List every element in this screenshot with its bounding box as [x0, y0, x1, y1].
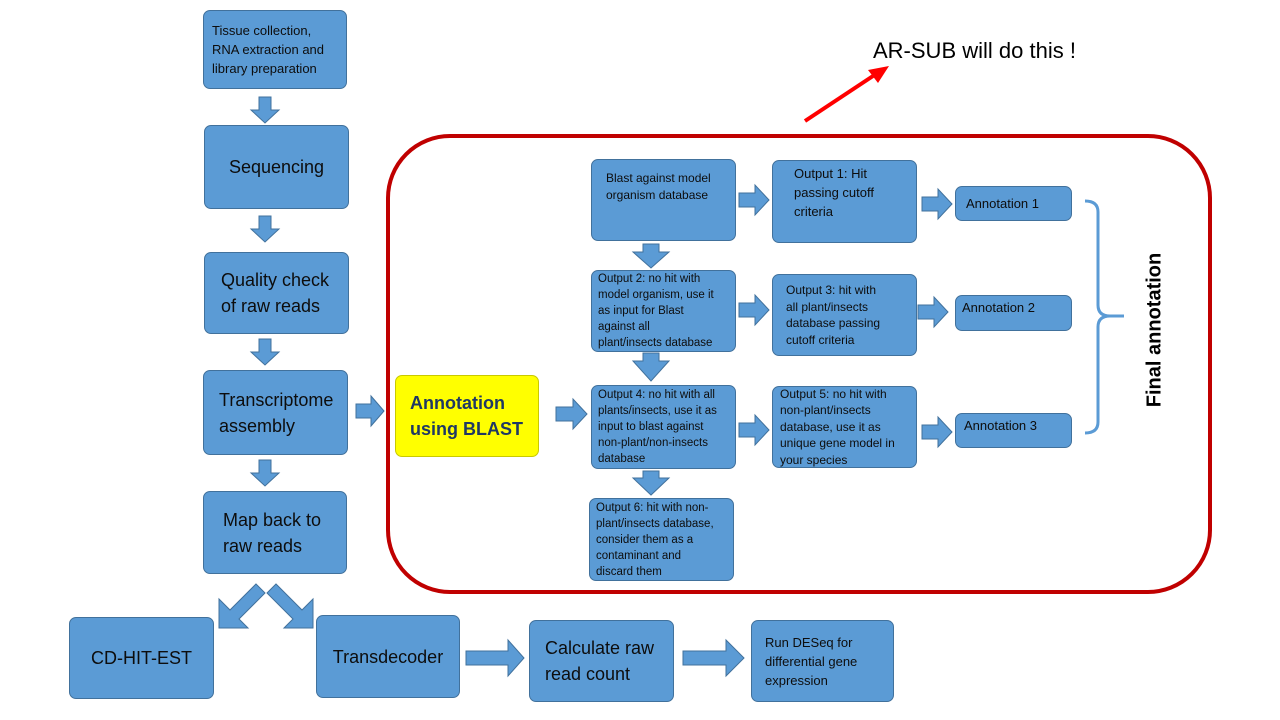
quality-check-text: Quality check of raw reads [221, 270, 330, 316]
final-annotation-label: Final annotation [1143, 252, 1166, 408]
output3-box: Output 3: hit with all plant/insects dat… [772, 274, 917, 356]
output6-box: Output 6: hit with non- plant/insects da… [589, 498, 734, 581]
output5-text: Output 5: no hit with non-plant/insects … [780, 386, 895, 467]
ar-sub-frame [386, 134, 1212, 594]
output6-text: Output 6: hit with non- plant/insects da… [596, 501, 714, 578]
down-arrow-m2 [631, 352, 671, 382]
transdecoder-box: Transdecoder [316, 615, 460, 698]
right-arrow-a1 [921, 187, 953, 221]
annotation3-text: Annotation 3 [964, 418, 1038, 433]
down-arrow-m3 [631, 470, 671, 496]
transdecoder-text: Transdecoder [332, 646, 444, 667]
sequencing-text: Sequencing [228, 157, 325, 177]
ar-sub-callout: AR-SUB will do this ! [873, 38, 1076, 63]
deseq-box: Run DESeq for differential gene expressi… [751, 620, 894, 702]
diagonal-arrow-left [218, 583, 266, 629]
annotation-blast-box: Annotation using BLAST [395, 375, 539, 457]
right-arrow-b2 [682, 638, 745, 678]
right-arrow-r3 [738, 413, 770, 447]
transcriptome-assembly-box: Transcriptome assembly [203, 370, 348, 455]
down-arrow-1 [249, 96, 281, 124]
deseq-text: Run DESeq for differential gene expressi… [765, 634, 858, 688]
annotation2-text: Annotation 2 [962, 300, 1036, 315]
right-arrow-a2 [917, 295, 949, 329]
tissue-collection-box: Tissue collection, RNA extraction and li… [203, 10, 347, 89]
annotation-blast-text: Annotation using BLAST [410, 393, 523, 439]
output2-box: Output 2: no hit with model organism, us… [591, 270, 736, 352]
down-arrow-4 [249, 459, 281, 487]
diagonal-arrow-right [266, 583, 314, 629]
blast-model-box: Blast against model organism database [591, 159, 736, 241]
tissue-collection-text: Tissue collection, RNA extraction and li… [212, 23, 325, 76]
map-back-text: Map back to raw reads [223, 509, 322, 556]
output5-box: Output 5: no hit with non-plant/insects … [772, 386, 917, 468]
output1-box: Output 1: Hit passing cutoff criteria [772, 160, 917, 243]
red-pointer-arrow [803, 66, 889, 123]
raw-read-count-box: Calculate raw read count [529, 620, 674, 702]
final-annotation-brace [1084, 199, 1124, 435]
right-arrow-r1 [738, 183, 770, 217]
right-arrow-r2 [738, 293, 770, 327]
annotation1-text: Annotation 1 [966, 196, 1040, 211]
quality-check-box: Quality check of raw reads [204, 252, 349, 334]
down-arrow-m1 [631, 243, 671, 269]
cd-hit-est-text: CD-HIT-EST [91, 648, 192, 668]
raw-read-count-text: Calculate raw read count [545, 638, 655, 684]
cd-hit-est-box: CD-HIT-EST [69, 617, 214, 699]
right-arrow-start [555, 397, 588, 431]
blast-model-text: Blast against model organism database [606, 171, 711, 202]
annotation1-box: Annotation 1 [955, 186, 1072, 221]
right-arrow-assembly [355, 394, 385, 428]
down-arrow-2 [249, 215, 281, 243]
transcriptome-assembly-text: Transcriptome assembly [219, 389, 334, 436]
output3-text: Output 3: hit with all plant/insects dat… [786, 283, 881, 347]
down-arrow-3 [249, 338, 281, 366]
annotation2-box: Annotation 2 [955, 295, 1072, 331]
right-arrow-a3 [921, 415, 953, 449]
output4-text: Output 4: no hit with all plants/insects… [598, 389, 717, 465]
output4-box: Output 4: no hit with all plants/insects… [591, 385, 736, 469]
output2-text: Output 2: no hit with model organism, us… [598, 273, 714, 349]
annotation3-box: Annotation 3 [955, 413, 1072, 448]
right-arrow-b1 [465, 638, 525, 678]
map-back-box: Map back to raw reads [203, 491, 347, 574]
sequencing-box: Sequencing [204, 125, 349, 209]
output1-text: Output 1: Hit passing cutoff criteria [794, 166, 874, 219]
